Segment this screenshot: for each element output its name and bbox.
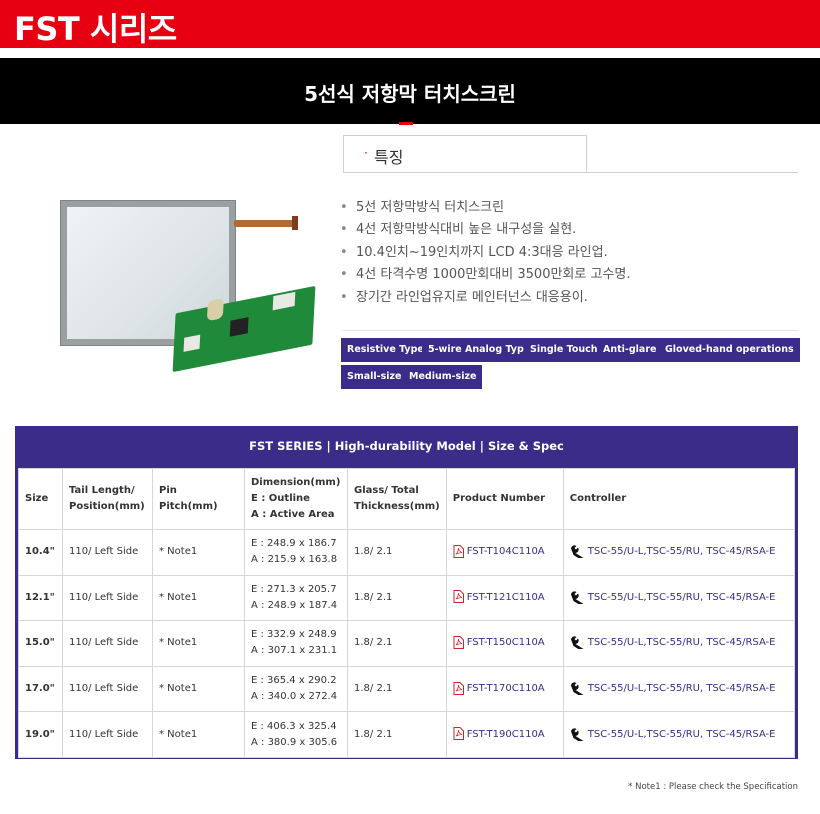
cell-controller[interactable]: TSC-55/U-L,TSC-55/RU, TSC-45/RSA-E	[562, 529, 796, 576]
controller-link[interactable]: TSC-55/U-L,TSC-55/RU, TSC-45/RSA-E	[587, 637, 776, 649]
accent-mark	[399, 122, 413, 125]
product-number-link[interactable]: FST-T104C110A	[466, 546, 545, 558]
pdf-icon	[453, 635, 464, 649]
tag-badge: Anti-glare	[597, 338, 663, 362]
tag-badge: Medium-size	[403, 365, 483, 389]
tag-badge: 5-wire Analog Type	[422, 338, 537, 362]
spec-table: Size Tail Length/Position(mm) Pin Pitch(…	[18, 468, 796, 758]
cell-size: 19.0"	[18, 711, 63, 758]
cell-pitch: * Note1	[152, 665, 245, 713]
pdf-icon	[453, 590, 464, 604]
bullet-dot-icon: ·	[364, 146, 368, 160]
product-image	[56, 196, 326, 376]
cell-thickness: 1.8/ 2.1	[347, 665, 447, 713]
cell-size: 15.0"	[18, 620, 63, 667]
cell-tail: 110/ Left Side	[62, 665, 153, 713]
cell-size: 17.0"	[18, 665, 63, 713]
cell-pitch: * Note1	[152, 574, 245, 622]
cell-controller[interactable]: TSC-55/U-L,TSC-55/RU, TSC-45/RSA-E	[562, 711, 796, 758]
spec-table-panel: FST SERIES | High-durability Model | Siz…	[15, 426, 798, 759]
tag-badge: Small-size	[341, 365, 408, 389]
cell-controller[interactable]: TSC-55/U-L,TSC-55/RU, TSC-45/RSA-E	[562, 620, 796, 667]
feature-list: •5선 저항막방식 터치스크린 •4선 저항막방식대비 높은 내구성을 실현. …	[340, 197, 631, 309]
footnote: * Note1 : Please check the Specification	[628, 782, 798, 792]
cell-product[interactable]: FST-T104C110A	[445, 529, 564, 576]
wrench-icon	[570, 728, 584, 741]
table-header-row: Size Tail Length/Position(mm) Pin Pitch(…	[18, 468, 796, 530]
controller-link[interactable]: TSC-55/U-L,TSC-55/RU, TSC-45/RSA-E	[587, 728, 776, 740]
series-title: FST 시리즈	[14, 10, 177, 48]
cell-product[interactable]: FST-T150C110A	[445, 620, 564, 667]
cell-product[interactable]: FST-T121C110A	[445, 574, 564, 622]
product-number-link[interactable]: FST-T170C110A	[466, 683, 545, 695]
cell-tail: 110/ Left Side	[62, 620, 153, 667]
tags-divider	[343, 330, 798, 331]
cell-product[interactable]: FST-T190C110A	[445, 711, 564, 758]
cell-controller[interactable]: TSC-55/U-L,TSC-55/RU, TSC-45/RSA-E	[562, 574, 796, 622]
features-divider	[343, 172, 798, 173]
product-number-link[interactable]: FST-T121C110A	[466, 591, 545, 603]
pdf-icon	[453, 681, 464, 695]
cell-tail: 110/ Left Side	[62, 574, 153, 622]
features-heading: 특징	[374, 148, 404, 167]
cell-thickness: 1.8/ 2.1	[347, 620, 447, 667]
feature-item: •10.4인치~19인치까지 LCD 4:3대응 라인업.	[340, 244, 608, 260]
pdf-icon	[453, 727, 464, 741]
cell-thickness: 1.8/ 2.1	[347, 711, 447, 758]
feature-item: •5선 저항막방식 터치스크린	[340, 200, 505, 215]
tag-badge: Resistive Type	[341, 338, 430, 362]
wrench-icon	[570, 591, 584, 604]
tag-badge: Gloved-hand operations	[659, 338, 800, 362]
col-header-size: Size	[18, 468, 63, 530]
pdf-icon	[453, 544, 464, 558]
feature-item: •장기간 라인업유지로 메인터넌스 대응용이.	[340, 289, 588, 305]
cell-pitch: * Note1	[152, 620, 245, 667]
cell-pitch: * Note1	[152, 711, 245, 758]
tag-badge: Single Touch	[524, 338, 604, 362]
touch-panel-image	[60, 200, 236, 346]
controller-link[interactable]: TSC-55/U-L,TSC-55/RU, TSC-45/RSA-E	[587, 683, 776, 695]
wrench-icon	[570, 682, 584, 696]
fpc-tail-image	[234, 220, 296, 227]
spec-table-title: FST SERIES | High-durability Model | Siz…	[249, 439, 564, 453]
cell-thickness: 1.8/ 2.1	[347, 574, 447, 622]
cell-tail: 110/ Left Side	[62, 711, 153, 758]
features-heading-tab: · 특징	[343, 135, 587, 173]
feature-item: •4선 타격수명 1000만회대비 3500만회로 고수명.	[340, 267, 631, 283]
cell-size: 12.1"	[18, 574, 63, 622]
cell-size: 10.4"	[18, 529, 63, 576]
subtitle-band: 5선식 저항막 터치스크린	[0, 58, 820, 124]
cell-pitch: * Note1	[152, 529, 245, 576]
cell-controller[interactable]: TSC-55/U-L,TSC-55/RU, TSC-45/RSA-E	[562, 665, 796, 713]
controller-link[interactable]: TSC-55/U-L,TSC-55/RU, TSC-45/RSA-E	[587, 591, 776, 603]
top-brand-bar: FST 시리즈	[0, 0, 820, 48]
controller-link[interactable]: TSC-55/U-L,TSC-55/RU, TSC-45/RSA-E	[587, 546, 776, 558]
cell-tail: 110/ Left Side	[62, 529, 153, 576]
col-header-controller: Controller	[562, 468, 796, 530]
col-header-product: Product Number	[445, 468, 564, 530]
col-header-tail: Tail Length/Position(mm)	[62, 468, 153, 530]
product-number-link[interactable]: FST-T150C110A	[466, 637, 545, 649]
col-header-pitch: Pin Pitch(mm)	[152, 468, 245, 530]
series-subtitle: 5선식 저항막 터치스크린	[304, 82, 516, 106]
cell-thickness: 1.8/ 2.1	[347, 529, 447, 576]
product-number-link[interactable]: FST-T190C110A	[466, 728, 545, 740]
wrench-icon	[570, 636, 584, 650]
cell-product[interactable]: FST-T170C110A	[445, 665, 564, 713]
feature-item: •4선 저항막방식대비 높은 내구성을 실현.	[340, 222, 577, 238]
wrench-icon	[570, 545, 584, 559]
